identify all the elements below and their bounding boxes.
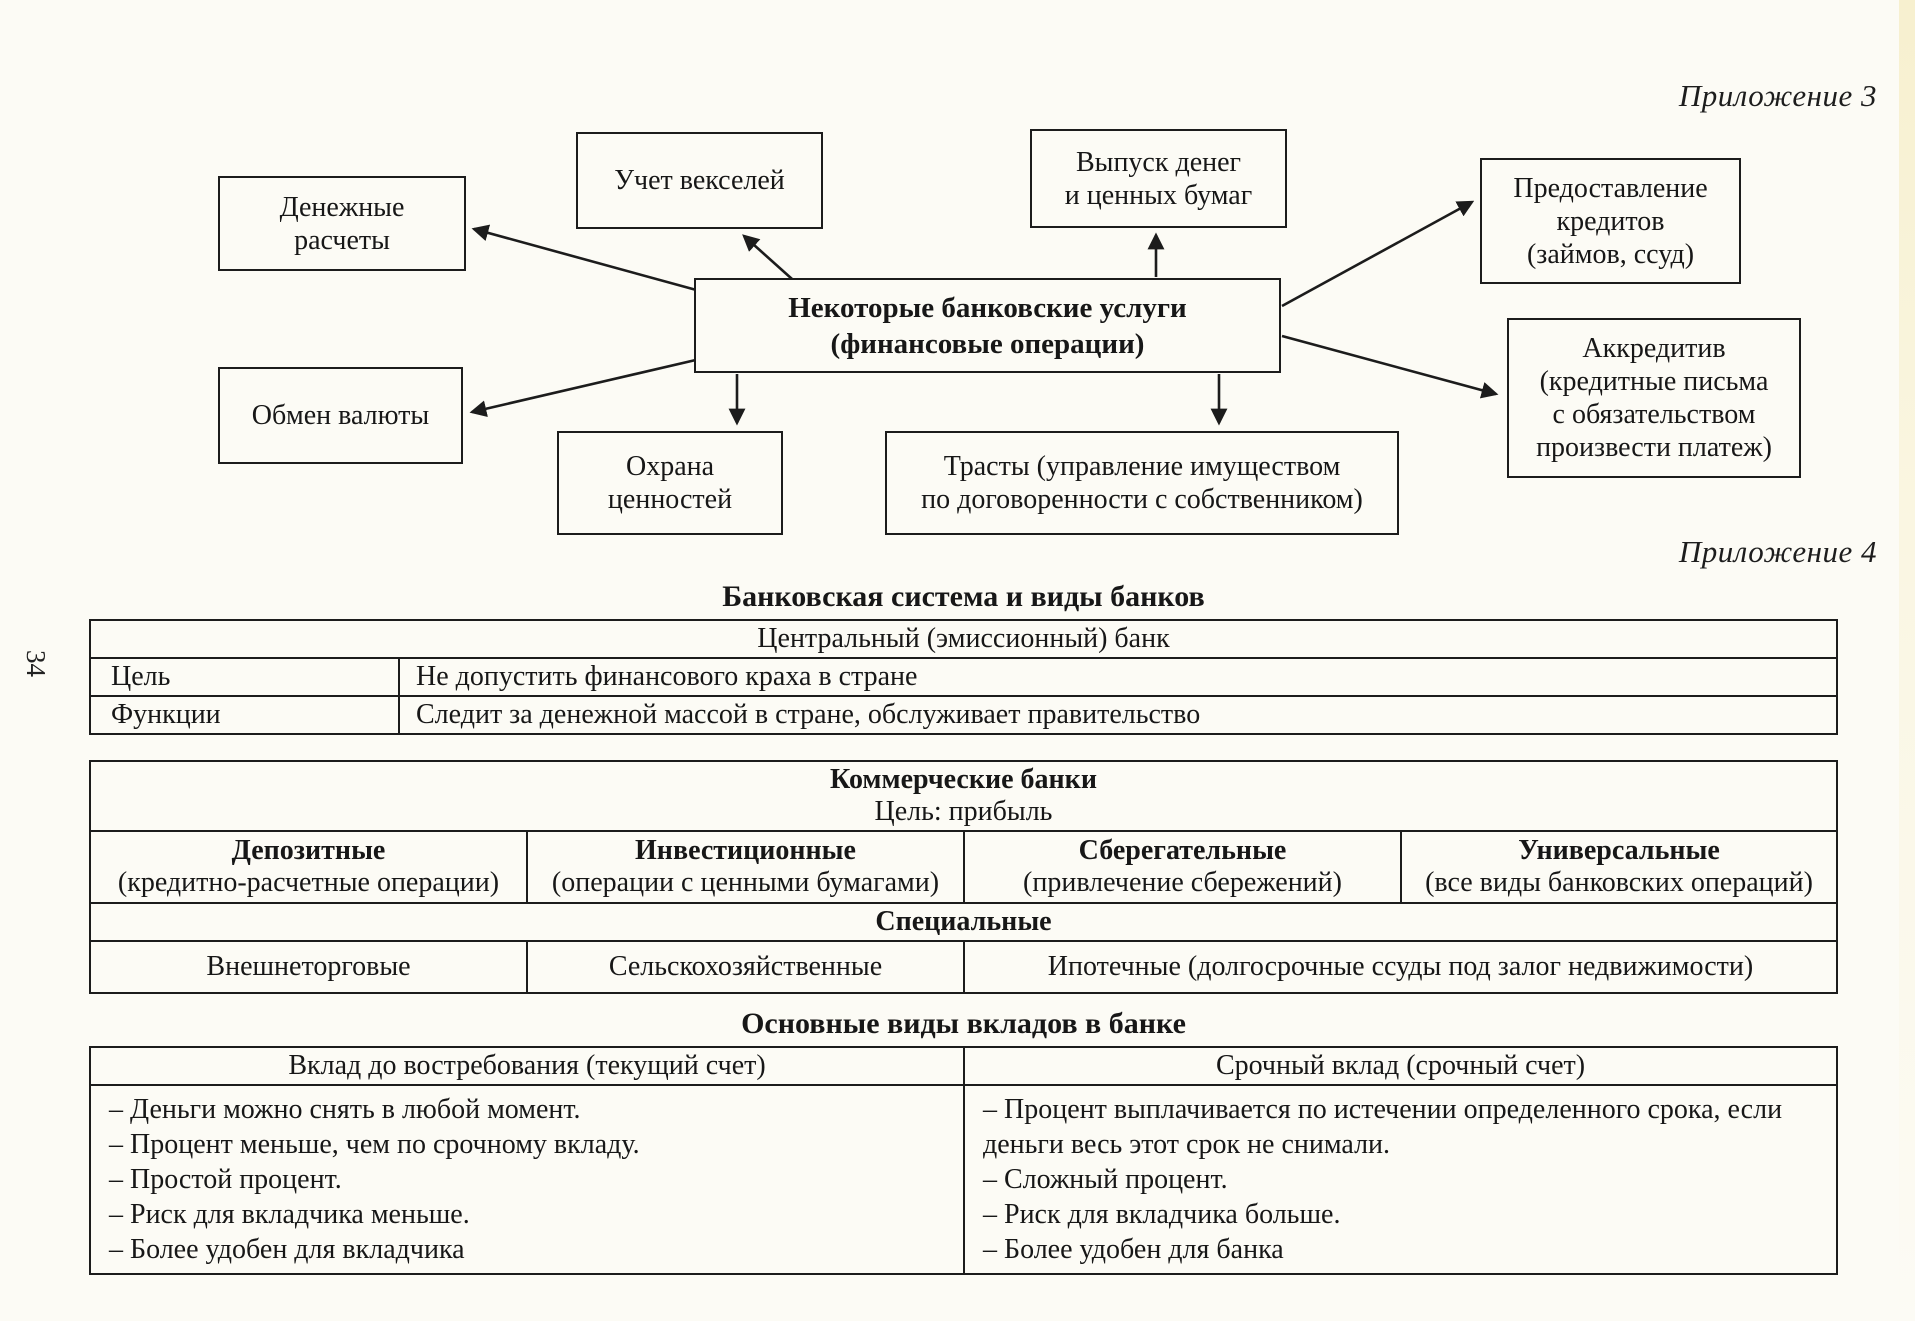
bank-type-note: (операции с ценными бумагами)	[551, 867, 940, 898]
table-row: Депозитные (кредитно-расчетные операции)…	[89, 830, 1838, 904]
bank-type-cell: Сберегательные (привлечение сбережений)	[963, 830, 1402, 904]
bank-type-name: Инвестиционные	[635, 835, 856, 866]
special-bank-type: Внешнеторговые	[89, 940, 528, 994]
special-bank-type: Сельскохозяйственные	[526, 940, 965, 994]
table-row: Функции Следит за денежной массой в стра…	[89, 695, 1838, 735]
diagram-box-money-issue: Выпуск денег и ценных бумаг	[1030, 129, 1287, 228]
diagram-arrows	[469, 200, 1499, 426]
diagram-box-center-banking-services: Некоторые банковские услуги (финансовые …	[694, 278, 1281, 373]
diagram-box-money-settlements: Денежные расчеты	[218, 176, 466, 271]
appendix-3-label: Приложение 3	[1678, 78, 1877, 113]
bank-type-name: Сберегательные	[1078, 835, 1287, 866]
special-banks-header: Специальные	[89, 902, 1838, 942]
central-bank-row-value: Следит за денежной массой в стране, обсл…	[398, 695, 1838, 735]
demand-deposit-features: – Деньги можно снять в любой момент. – П…	[89, 1084, 965, 1275]
commercial-banks-title: Коммерческие банки	[830, 764, 1097, 795]
commercial-banks-goal: Цель: прибыль	[874, 796, 1053, 827]
central-bank-header: Центральный (эмиссионный) банк	[89, 619, 1838, 659]
bank-type-name: Универсальные	[1518, 835, 1720, 866]
central-bank-row-value: Не допустить финансового краха в стране	[398, 657, 1838, 697]
scan-edge-strip	[1899, 0, 1915, 1321]
banking-services-diagram: Денежные расчеты Учет векселей Выпуск де…	[0, 0, 1915, 560]
diagram-box-bills-accounting: Учет векселей	[576, 132, 823, 229]
term-deposit-features: – Процент выплачивается по истечении опр…	[963, 1084, 1838, 1275]
diagram-box-valuables-custody: Охрана ценностей	[557, 431, 783, 535]
diagram-box-trusts: Трасты (управление имуществом по договор…	[885, 431, 1399, 535]
table-row: Внешнеторговые Сельскохозяйственные Ипот…	[89, 940, 1838, 994]
section2-title: Основные виды вкладов в банке	[741, 1007, 1186, 1040]
bank-type-note: (все виды банковских операций)	[1425, 867, 1813, 898]
table-row: Цель Не допустить финансового краха в ст…	[89, 657, 1838, 697]
bank-type-cell: Инвестиционные (операции с ценными бумаг…	[526, 830, 965, 904]
table-row: Центральный (эмиссионный) банк	[89, 619, 1838, 659]
section1-title: Банковская система и виды банков	[722, 580, 1205, 613]
table-row: Вклад до востребования (текущий счет) Ср…	[89, 1046, 1838, 1086]
appendix-4-label: Приложение 4	[1678, 534, 1877, 569]
central-bank-table: Центральный (эмиссионный) банк Цель Не д…	[89, 619, 1838, 735]
bank-type-cell: Универсальные (все виды банковских опера…	[1400, 830, 1838, 904]
central-bank-row-label: Цель	[89, 657, 400, 697]
central-bank-row-label: Функции	[89, 695, 400, 735]
term-deposit-header: Срочный вклад (срочный счет)	[963, 1046, 1838, 1086]
table-row: Коммерческие банки Цель: прибыль	[89, 760, 1838, 832]
commercial-banks-header: Коммерческие банки Цель: прибыль	[89, 760, 1838, 832]
diagram-box-letter-of-credit: Аккредитив (кредитные письма с обязатель…	[1507, 318, 1801, 478]
commercial-banks-table: Коммерческие банки Цель: прибыль Депозит…	[89, 760, 1838, 994]
diagram-box-credits: Предоставление кредитов (займов, ссуд)	[1480, 158, 1741, 284]
bank-type-name: Депозитные	[231, 835, 386, 866]
table-row: Специальные	[89, 902, 1838, 942]
bank-type-note: (привлечение сбережений)	[1023, 867, 1342, 898]
bank-type-note: (кредитно-расчетные операции)	[117, 867, 500, 898]
demand-deposit-header: Вклад до востребования (текущий счет)	[89, 1046, 965, 1086]
side-page-number: 34	[21, 650, 51, 677]
bank-type-cell: Депозитные (кредитно-расчетные операции)	[89, 830, 528, 904]
special-bank-type: Ипотечные (долгосрочные ссуды под залог …	[963, 940, 1838, 994]
diagram-box-currency-exchange: Обмен валюты	[218, 367, 463, 464]
table-row: – Деньги можно снять в любой момент. – П…	[89, 1084, 1838, 1275]
deposits-table: Вклад до востребования (текущий счет) Ср…	[89, 1046, 1838, 1275]
